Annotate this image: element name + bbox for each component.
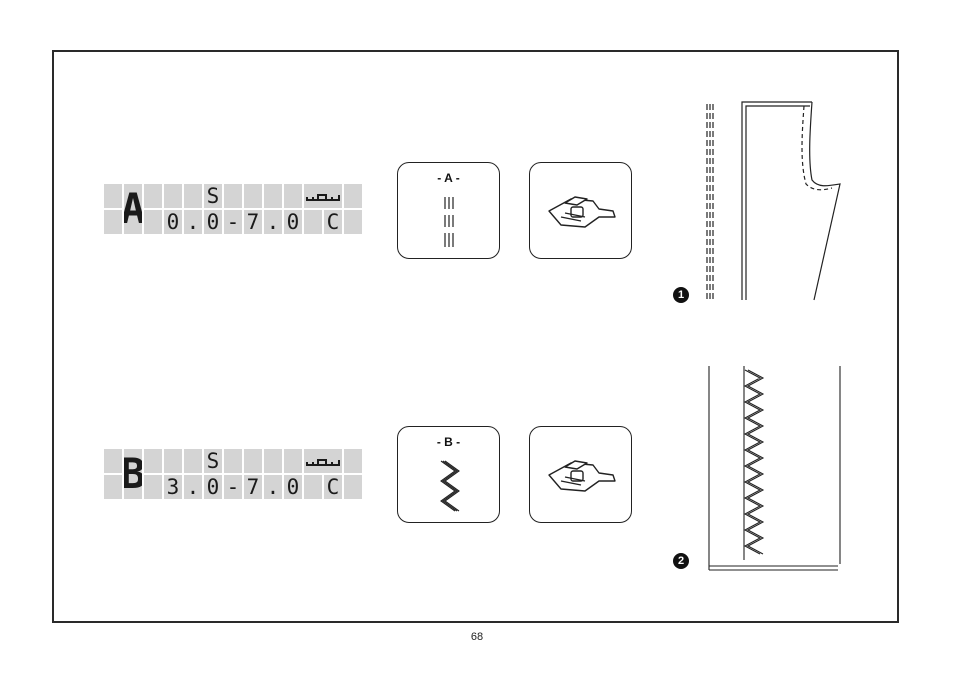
lcd-cell — [104, 184, 122, 208]
lcd-foot-code: C — [324, 475, 342, 499]
lcd-digit: 7 — [244, 475, 262, 499]
lcd-digit: . — [264, 210, 282, 234]
lcd-cell — [144, 210, 162, 234]
triple-zigzag-stitch-icon — [437, 459, 461, 515]
lcd-cell — [344, 449, 362, 473]
lcd-cell — [244, 184, 262, 208]
lcd-digit: . — [264, 475, 282, 499]
stitch-card-label: - B - — [398, 435, 499, 449]
lcd-digit: - — [224, 210, 242, 234]
lcd-stitch-letter: S — [204, 449, 222, 473]
lcd-cell — [164, 449, 182, 473]
lcd-digit: 0 — [204, 210, 222, 234]
lcd-pattern-letter: A — [124, 184, 142, 234]
lcd-cell — [244, 449, 262, 473]
lcd-cell — [344, 184, 362, 208]
lcd-digit: . — [184, 475, 202, 499]
lcd-cell — [284, 449, 302, 473]
lcd-cell — [184, 184, 202, 208]
lcd-cell — [104, 449, 122, 473]
lcd-digit: 3 — [164, 475, 182, 499]
lcd-display-b: B S 3 . 0 - 7 . 0 C — [104, 449, 362, 499]
lcd-cell — [224, 449, 242, 473]
lcd-cell — [144, 184, 162, 208]
lcd-cell — [284, 184, 302, 208]
presser-foot-icon — [541, 181, 621, 241]
stitch-card-label: - A - — [398, 171, 499, 185]
lcd-cell — [264, 184, 282, 208]
lcd-cell — [304, 210, 322, 234]
lcd-cell — [344, 475, 362, 499]
straight-seam-illustration — [700, 100, 850, 310]
lcd-cell — [144, 449, 162, 473]
lcd-digit: . — [184, 210, 202, 234]
lcd-cell — [344, 210, 362, 234]
lcd-cell — [104, 210, 122, 234]
presser-foot-icon — [304, 184, 342, 208]
lcd-cell — [144, 475, 162, 499]
lcd-digit: 0 — [204, 475, 222, 499]
stitch-card-b: - B - — [397, 426, 500, 523]
lcd-cell — [264, 449, 282, 473]
presser-foot-icon — [541, 445, 621, 505]
zigzag-seam-illustration — [700, 364, 850, 579]
lcd-cell — [164, 184, 182, 208]
lcd-cell — [184, 449, 202, 473]
lcd-display-a: A S 0 . 0 - 7 . 0 C — [104, 184, 362, 234]
page-number: 68 — [0, 631, 954, 643]
lcd-cell — [104, 475, 122, 499]
lcd-digit: 0 — [284, 475, 302, 499]
presser-foot-card-b — [529, 426, 632, 523]
lcd-pattern-letter: B — [124, 449, 142, 499]
lcd-stitch-letter: S — [204, 184, 222, 208]
triple-straight-stitch-icon — [439, 195, 459, 251]
step-badge-1: 1 — [673, 287, 689, 303]
lcd-digit: 0 — [284, 210, 302, 234]
presser-foot-card-a — [529, 162, 632, 259]
step-badge-2: 2 — [673, 553, 689, 569]
lcd-foot-code: C — [324, 210, 342, 234]
lcd-cell — [304, 475, 322, 499]
lcd-cell — [224, 184, 242, 208]
lcd-digit: 7 — [244, 210, 262, 234]
lcd-digit: 0 — [164, 210, 182, 234]
lcd-digit: - — [224, 475, 242, 499]
presser-foot-icon — [304, 449, 342, 473]
stitch-card-a: - A - — [397, 162, 500, 259]
